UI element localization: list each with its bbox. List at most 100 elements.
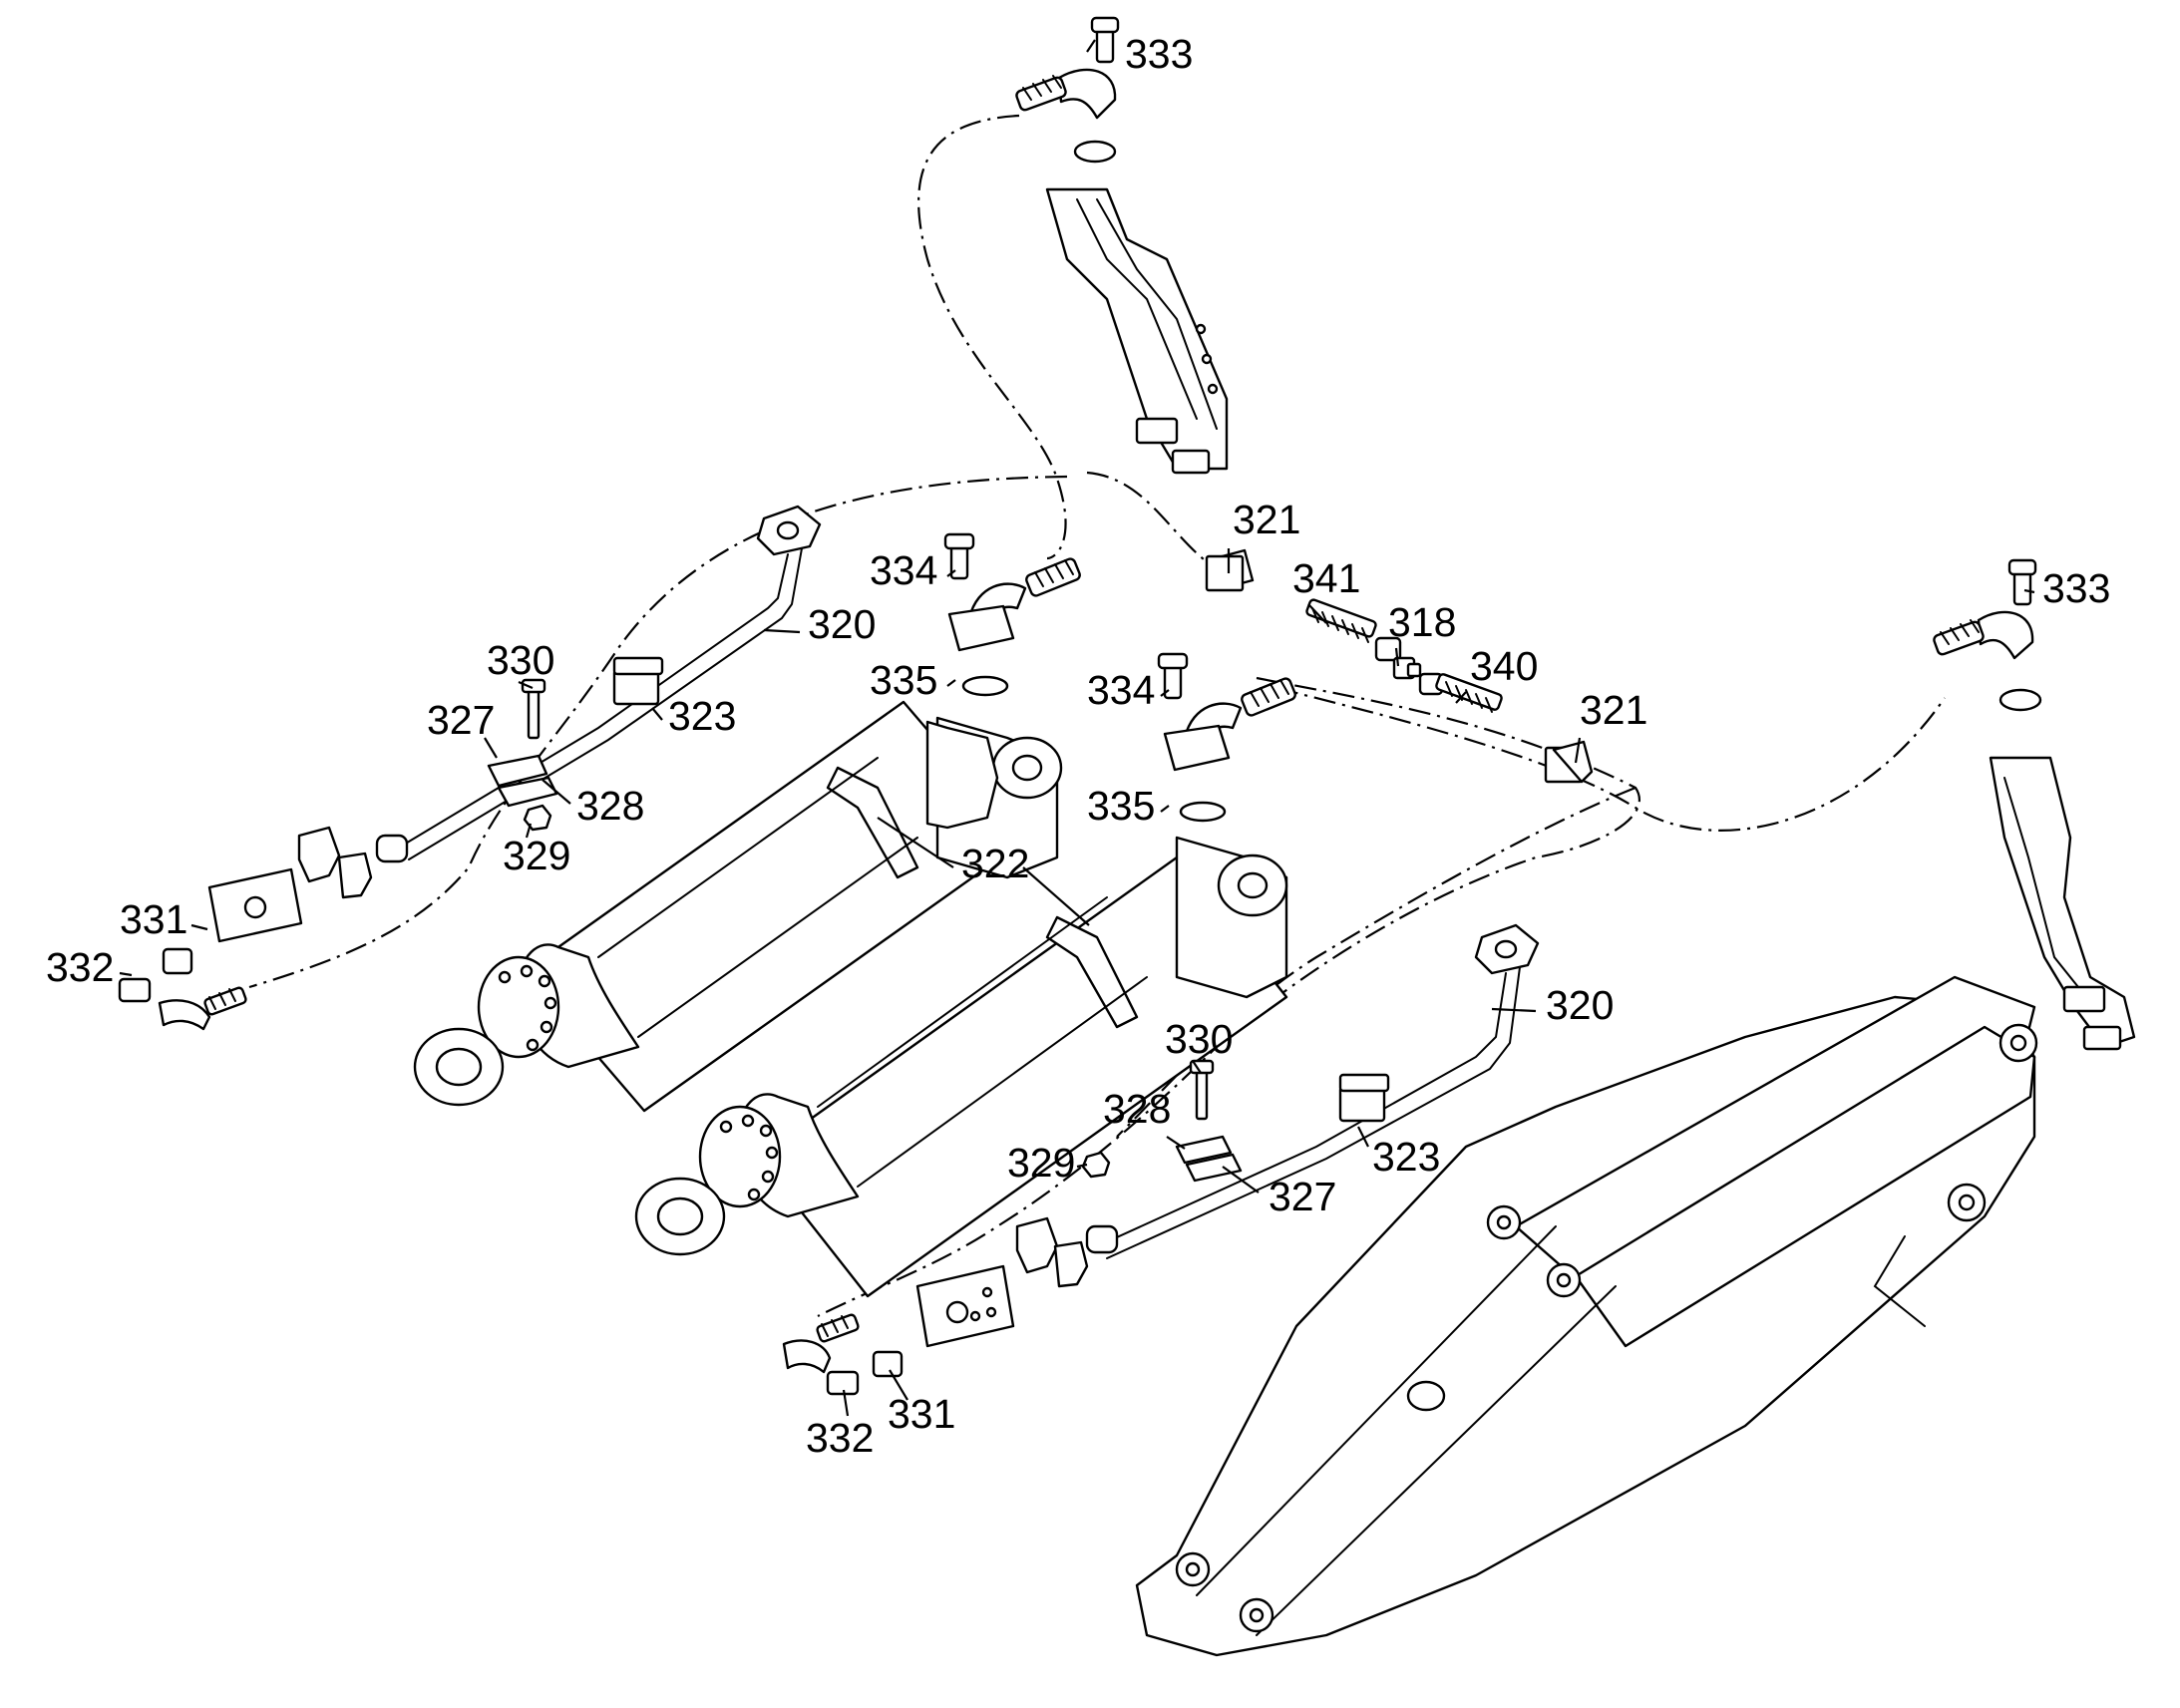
- leader-line: [1086, 39, 1096, 53]
- part-number-label: 334: [1087, 667, 1155, 713]
- part-number-label: 321: [1580, 687, 1647, 733]
- flange-half-lower-a: [1015, 1216, 1059, 1274]
- callout-320: 320: [763, 601, 876, 647]
- part-number-label: 329: [503, 833, 570, 878]
- callout-323: 323: [1357, 1126, 1440, 1180]
- callout-331: 331: [888, 1369, 955, 1437]
- leader-line: [877, 817, 954, 868]
- part-number-label: 321: [1233, 497, 1300, 542]
- part-number-label: 327: [1269, 1174, 1336, 1219]
- leader-line: [542, 779, 571, 805]
- plug-332-upper: [118, 977, 152, 1003]
- callout-332: 332: [46, 944, 133, 990]
- swivel-fitting-334-335-b: [1157, 652, 1296, 823]
- hose-341: [1305, 598, 1377, 638]
- plug-331-upper: [162, 947, 193, 975]
- bolt-330-upper: [527, 686, 541, 740]
- part-number-label: 332: [806, 1415, 874, 1461]
- callout-332: 332: [806, 1389, 874, 1461]
- callout-321: 321: [1574, 687, 1647, 764]
- part-number-label: 331: [888, 1391, 955, 1437]
- elbow-fitting-top: [1057, 68, 1117, 120]
- leader-line: [1222, 1166, 1260, 1194]
- callout-333: 333: [2023, 565, 2110, 611]
- o-ring-right: [1998, 688, 2042, 712]
- top-fitting-assembly: [1015, 16, 1229, 475]
- clamp-ring-322-upper: [826, 766, 919, 879]
- callout-330: 330: [1165, 1016, 1233, 1074]
- part-number-label: 331: [120, 896, 187, 942]
- callout-340: 340: [1455, 643, 1538, 704]
- leader-line: [1076, 1163, 1088, 1169]
- leader-line: [946, 679, 956, 687]
- part-number-label: 320: [1546, 982, 1614, 1028]
- tube-320-lower: [1096, 972, 1507, 1247]
- hose-line-lower-cross: [1116, 786, 1636, 1138]
- part-number-label: 340: [1470, 643, 1538, 689]
- part-number-label: 332: [46, 944, 114, 990]
- leader-line: [1166, 1136, 1186, 1150]
- elbow-hose-upper: [158, 999, 211, 1031]
- leader-line: [190, 923, 208, 931]
- callout-335: 335: [870, 657, 956, 703]
- hose-line-middle: [1275, 686, 1946, 832]
- hydraulic-cylinder-upper: [413, 700, 1063, 1113]
- leader-line: [1574, 737, 1582, 764]
- leader-line: [763, 628, 801, 634]
- part-number-label: 323: [668, 693, 736, 739]
- callout-333: 333: [1086, 31, 1193, 77]
- part-number-label: 330: [1165, 1016, 1233, 1062]
- cylinder-barrel-lower: [756, 855, 1288, 1298]
- part-number-label: 322: [961, 841, 1029, 886]
- tube-end-lower: [1085, 1224, 1119, 1254]
- hydraulic-cylinder-lower: [634, 836, 1288, 1298]
- part-number-label: 328: [1103, 1086, 1171, 1132]
- callout-320: 320: [1491, 982, 1614, 1028]
- callout-334: 334: [870, 547, 956, 593]
- center-coupling-parts: [1205, 548, 1594, 784]
- flange-half-upper-b: [337, 852, 373, 899]
- leader-line: [1192, 1060, 1202, 1074]
- callout-327: 327: [1222, 1166, 1336, 1219]
- callout-329: 329: [503, 823, 570, 878]
- callout-335: 335: [1087, 783, 1170, 829]
- callout-331: 331: [120, 896, 208, 942]
- part-number-label: 335: [870, 657, 937, 703]
- clamp-328-upper: [497, 776, 558, 808]
- leader-line: [946, 569, 956, 577]
- callout-327: 327: [427, 697, 498, 759]
- leader-line: [1357, 1126, 1369, 1148]
- leader-line: [119, 971, 133, 977]
- leader-line: [484, 737, 498, 759]
- tube-end-upper: [375, 834, 409, 863]
- callout-328: 328: [1103, 1086, 1186, 1150]
- hose-line-cross-upper: [248, 475, 1068, 989]
- plug-331-lower: [872, 1350, 904, 1378]
- plug-332-lower: [826, 1370, 860, 1396]
- flange-half-upper-a: [297, 826, 341, 883]
- leader-line: [518, 680, 534, 690]
- right-fitting-assembly: [1933, 558, 2136, 1051]
- bracket-right: [1989, 756, 2136, 1049]
- part-number-label: 334: [870, 547, 937, 593]
- part-number-label: 341: [1292, 555, 1360, 601]
- callout-322: 322: [877, 817, 1090, 926]
- leader-line: [1160, 689, 1170, 697]
- part-number-label: 333: [1125, 31, 1193, 77]
- callout-328: 328: [542, 779, 644, 829]
- part-number-label: 333: [2042, 565, 2110, 611]
- leader-line: [842, 1389, 850, 1417]
- swivel-fitting-334-335-a: [943, 532, 1081, 697]
- leader-line: [1160, 805, 1170, 813]
- part-number-label: 330: [487, 637, 554, 683]
- part-number-label: 328: [576, 783, 644, 829]
- leader-line: [525, 823, 533, 839]
- leader-line: [1022, 866, 1090, 926]
- clamp-328-lower: [1175, 1135, 1233, 1165]
- leader-line: [2023, 588, 2035, 594]
- nut-329-lower: [1081, 1151, 1111, 1179]
- clamp-327-lower: [1185, 1153, 1243, 1183]
- callout-330: 330: [487, 637, 554, 690]
